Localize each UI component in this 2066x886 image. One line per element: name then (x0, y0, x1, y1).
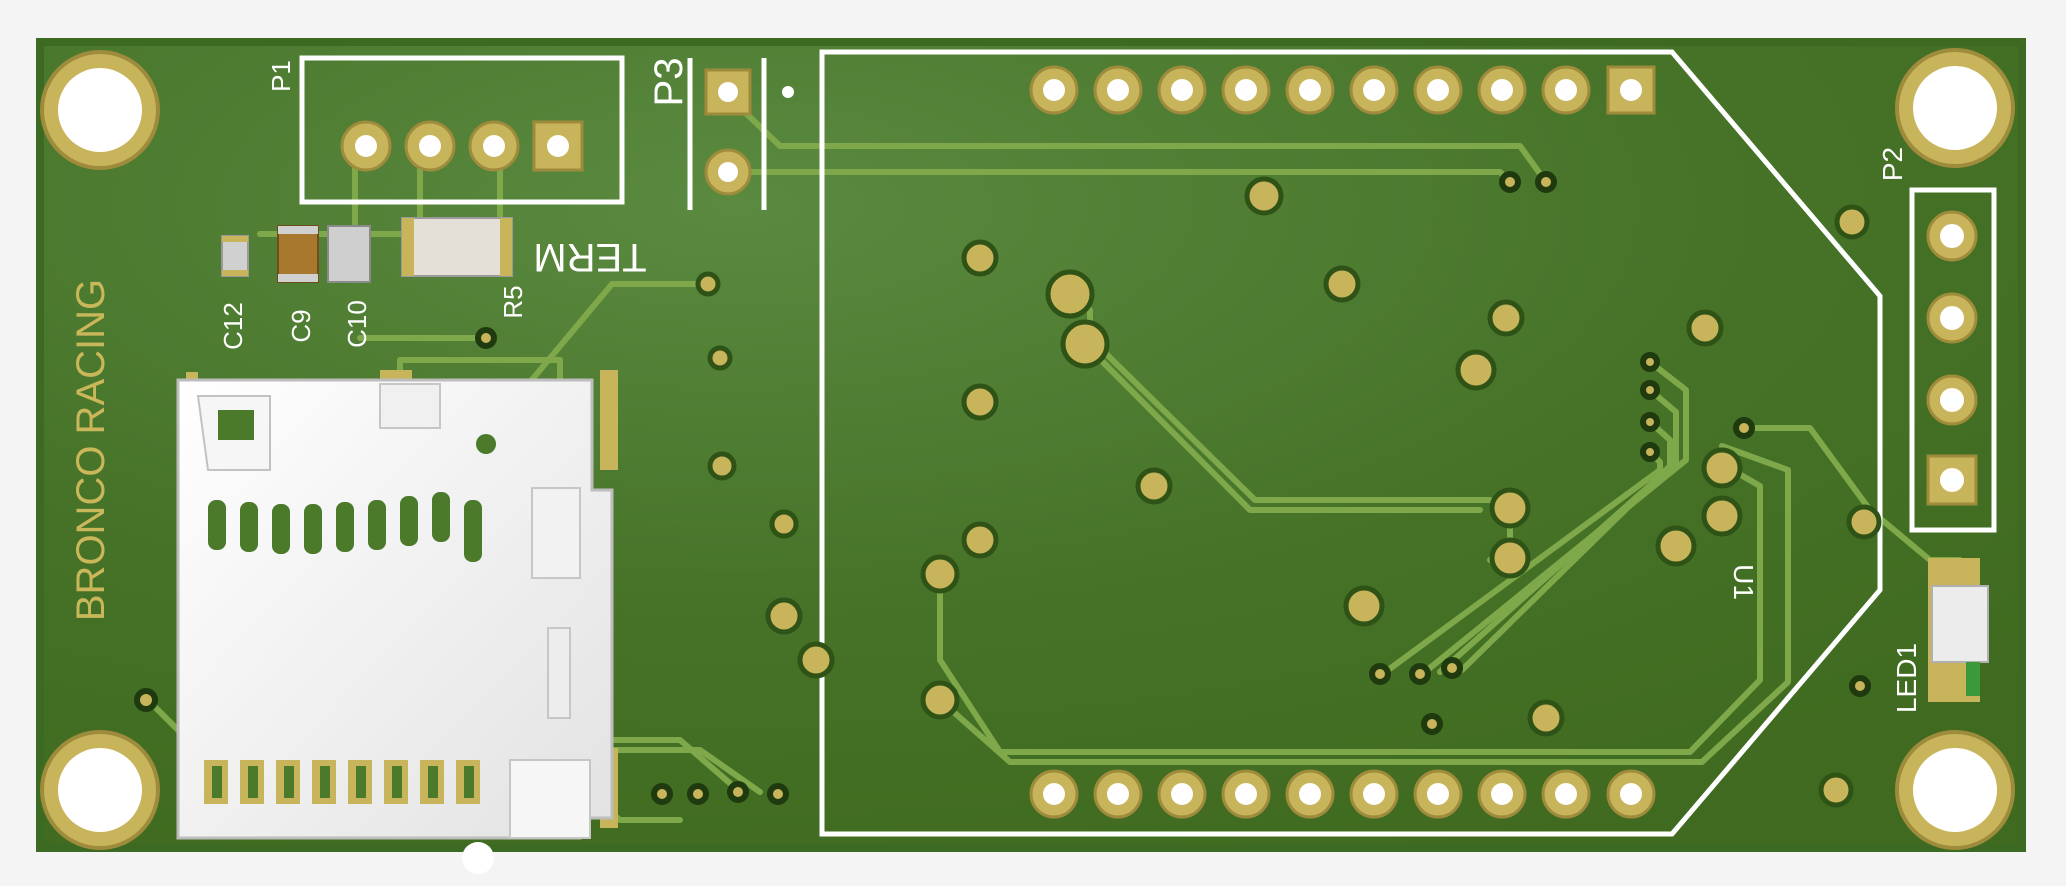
p2-outline (1909, 187, 1997, 533)
p2-header (1926, 210, 1978, 506)
p1-outline (299, 55, 625, 205)
sd-card-socket (176, 370, 618, 840)
p1-header (340, 120, 584, 172)
label-led1: LED1 (1891, 643, 1922, 713)
r5-component (401, 217, 513, 277)
label-c10: C10 (342, 300, 372, 348)
mounting-holes (40, 48, 2015, 850)
u1-pins-bottom (1029, 769, 1656, 819)
c9-component (277, 225, 319, 283)
smd-passives (221, 217, 513, 283)
label-c9: C9 (286, 309, 316, 342)
label-r5: R5 (498, 285, 528, 318)
c12-component (221, 235, 249, 277)
label-c12: C12 (218, 302, 248, 350)
board-edge-dot (462, 842, 494, 874)
vias (695, 176, 1882, 808)
label-p1: P1 (266, 60, 296, 92)
label-term: TERM (533, 235, 646, 279)
u1-pins-top (1029, 65, 1656, 115)
label-u1: U1 (1728, 564, 1759, 600)
silkscreen-outlines (299, 49, 1997, 837)
small-vias (134, 171, 1871, 805)
led1-component (1928, 558, 1989, 702)
brand-text: BRONCO RACING (69, 279, 113, 621)
u1-outline (819, 49, 1883, 837)
c10-component (327, 225, 371, 283)
p3-header (704, 68, 794, 196)
label-p2: P2 (1877, 147, 1908, 181)
label-p3: P3 (647, 58, 691, 107)
